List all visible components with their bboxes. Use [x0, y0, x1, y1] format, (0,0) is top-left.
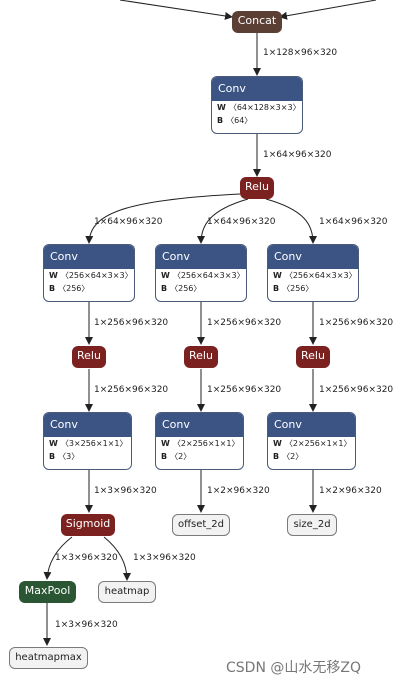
conv-weight-row: W〈256×64×3×3〉 — [161, 271, 245, 280]
maxpool-label: MaxPool — [24, 584, 71, 597]
conv-node-a[interactable]: Conv W〈256×64×3×3〉 B〈256〉 — [43, 244, 135, 302]
edge-label-relu-c: 1×64×96×320 — [319, 217, 388, 227]
conv-bias-row: B〈3〉 — [49, 452, 80, 461]
heatmapmax-label: heatmapmax — [15, 652, 82, 663]
edge-input-left-concat — [119, 0, 233, 20]
sigmoid-node[interactable]: Sigmoid — [61, 514, 115, 536]
edge-input-right-concat — [279, 0, 377, 20]
concat-node[interactable]: Concat — [232, 11, 282, 33]
sigmoid-label: Sigmoid — [65, 517, 111, 530]
conv-weight-row: W〈64×128×3×3〉 — [217, 103, 301, 112]
conv-weight-row: W〈2×256×1×1〉 — [161, 439, 240, 448]
conv-bias-row: B〈2〉 — [273, 452, 304, 461]
edge-label-relu-a: 1×64×96×320 — [94, 217, 163, 227]
conv-bias-row: B〈256〉 — [161, 284, 202, 293]
edge-label-convc2-size: 1×2×96×320 — [319, 486, 382, 496]
edge-label-convb-relub: 1×256×96×320 — [207, 318, 282, 328]
edge-label-concat-conv: 1×128×96×320 — [263, 48, 338, 58]
conv-bias-row: B〈256〉 — [49, 284, 90, 293]
edge-relu-conv-c — [265, 198, 317, 244]
relu-node-c[interactable]: Relu — [296, 346, 330, 368]
maxpool-node[interactable]: MaxPool — [19, 581, 76, 603]
conv-node-b2[interactable]: Conv W〈2×256×1×1〉 B〈2〉 — [155, 412, 244, 470]
size-2d-label: size_2d — [293, 519, 331, 530]
conv-bias-row: B〈2〉 — [161, 452, 192, 461]
edge-sigmoid-maxpool — [43, 536, 73, 580]
edge-label-conva2-sigmoid: 1×3×96×320 — [94, 486, 157, 496]
edge-label-sigmoid-maxpool: 1×3×96×320 — [55, 553, 118, 563]
conv-weight-row: W〈2×256×1×1〉 — [273, 439, 352, 448]
relu-label: Relu — [245, 180, 269, 193]
conv-header: Conv — [268, 413, 355, 437]
edge-label-maxpool-heatmapmax: 1×3×96×320 — [55, 620, 118, 630]
conv-header: Conv — [156, 245, 246, 269]
relu-label: Relu — [77, 349, 101, 362]
edge-label-conva-relua: 1×256×96×320 — [94, 318, 169, 328]
edge-label-reluc-convc2: 1×256×96×320 — [319, 385, 394, 395]
edge-label-sigmoid-heatmap: 1×3×96×320 — [133, 553, 196, 563]
concat-label: Concat — [237, 14, 277, 27]
conv-node-b[interactable]: Conv W〈256×64×3×3〉 B〈256〉 — [155, 244, 247, 302]
edge-label-relu-b: 1×64×96×320 — [207, 217, 276, 227]
relu-label: Relu — [189, 349, 213, 362]
edge-label-convc-reluc: 1×256×96×320 — [319, 318, 394, 328]
relu-node-a[interactable]: Relu — [72, 346, 106, 368]
relu-node-top[interactable]: Relu — [240, 177, 274, 199]
edge-label-convb2-offset: 1×2×96×320 — [207, 486, 270, 496]
edge-label-relua-conva2: 1×256×96×320 — [94, 385, 169, 395]
conv-node-a2[interactable]: Conv W〈3×256×1×1〉 B〈3〉 — [43, 412, 132, 470]
relu-node-b[interactable]: Relu — [184, 346, 218, 368]
conv-node-c2[interactable]: Conv W〈2×256×1×1〉 B〈2〉 — [267, 412, 356, 470]
edge-sigmoid-heatmap — [103, 536, 131, 581]
offset-2d-label: offset_2d — [177, 519, 224, 530]
watermark-text: CSDN @山水无移ZQ — [226, 660, 361, 676]
conv-node-top[interactable]: Conv W〈64×128×3×3〉 B〈64〉 — [211, 76, 303, 134]
output-size-2d[interactable]: size_2d — [287, 514, 337, 536]
conv-node-c[interactable]: Conv W〈256×64×3×3〉 B〈256〉 — [267, 244, 359, 302]
conv-header: Conv — [44, 245, 134, 269]
conv-header: Conv — [156, 413, 243, 437]
conv-header: Conv — [44, 413, 131, 437]
conv-header: Conv — [268, 245, 358, 269]
conv-bias-row: B〈256〉 — [273, 284, 314, 293]
edge-relu-conv-b — [197, 198, 249, 244]
conv-weight-row: W〈3×256×1×1〉 — [49, 439, 128, 448]
edge-label-conv-relu: 1×64×96×320 — [263, 150, 332, 160]
conv-weight-row: W〈256×64×3×3〉 — [49, 271, 133, 280]
conv-bias-row: B〈64〉 — [217, 116, 253, 125]
output-offset-2d[interactable]: offset_2d — [172, 514, 230, 536]
edge-relu-conv-a — [85, 193, 241, 244]
output-heatmap[interactable]: heatmap — [98, 581, 156, 603]
edge-label-relub-convb2: 1×256×96×320 — [207, 385, 282, 395]
relu-label: Relu — [301, 349, 325, 362]
output-heatmapmax[interactable]: heatmapmax — [9, 647, 88, 669]
conv-weight-row: W〈256×64×3×3〉 — [273, 271, 357, 280]
conv-header: Conv — [212, 77, 302, 101]
heatmap-label: heatmap — [104, 586, 150, 597]
